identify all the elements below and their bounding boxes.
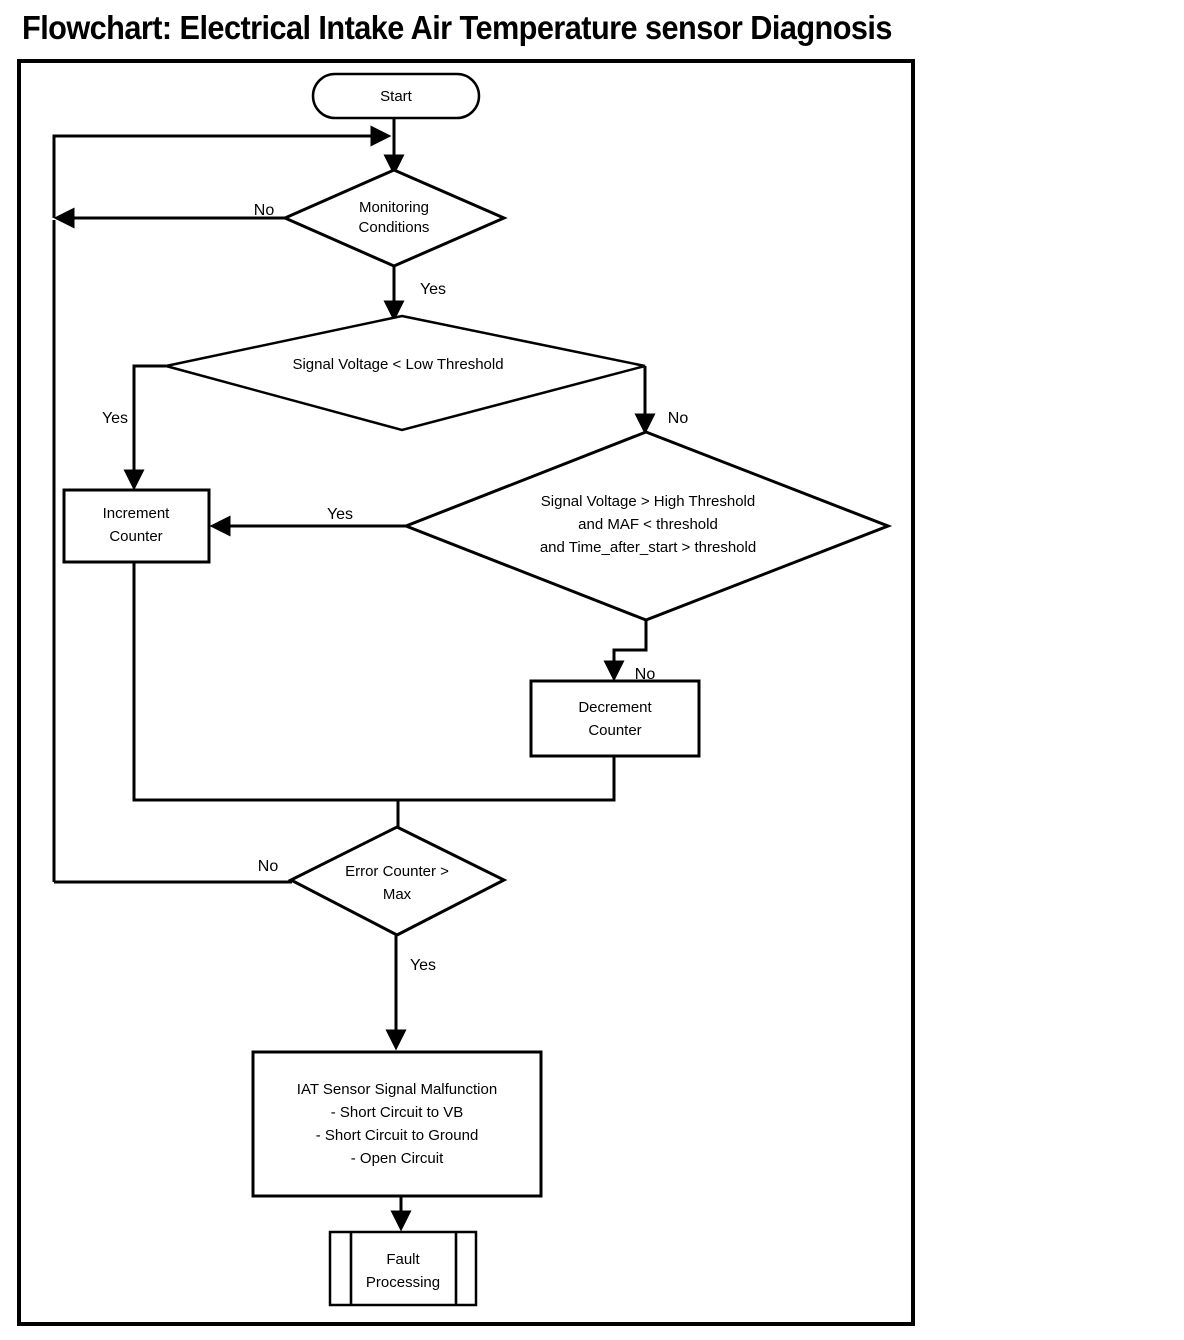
node-decrement-counter[interactable]: Decrement Counter xyxy=(529,679,701,758)
node-high-threshold-label-line2: and MAF < threshold xyxy=(578,516,718,533)
edge-label-error-yes: Yes xyxy=(410,957,436,974)
edge-decrement-to-merge xyxy=(398,756,616,802)
diagram-border xyxy=(17,59,915,1326)
node-malfunction-label-line1: IAT Sensor Signal Malfunction xyxy=(297,1081,497,1098)
node-increment-label-line2: Counter xyxy=(109,528,162,545)
edge-label-high-no: No xyxy=(635,666,656,683)
node-start-label: Start xyxy=(380,88,413,105)
node-malfunction[interactable]: IAT Sensor Signal Malfunction - Short Ci… xyxy=(251,1050,543,1198)
node-high-threshold-label-line3: and Time_after_start > threshold xyxy=(540,539,756,556)
edge-loop-return-top xyxy=(52,125,392,218)
node-error-counter-label-line2: Max xyxy=(383,886,412,903)
node-fault-label-line2: Processing xyxy=(366,1274,440,1291)
node-fault-label-line1: Fault xyxy=(386,1251,420,1268)
edge-high-no-to-decrement xyxy=(603,620,648,682)
node-start[interactable]: Start xyxy=(311,72,481,120)
node-malfunction-label-line3: - Short Circuit to Ground xyxy=(316,1127,479,1144)
edge-low-yes-to-increment xyxy=(123,364,166,491)
node-decrement-label-line2: Counter xyxy=(588,722,641,739)
node-malfunction-label-line2: - Short Circuit to VB xyxy=(331,1104,464,1121)
node-error-counter-label-line1: Error Counter > xyxy=(345,863,449,880)
node-malfunction-label-line4: - Open Circuit xyxy=(351,1150,444,1167)
node-increment-label-line1: Increment xyxy=(103,505,171,522)
node-decrement-label-line1: Decrement xyxy=(578,699,652,716)
edge-label-low-yes: Yes xyxy=(102,410,128,427)
node-low-threshold[interactable]: Signal Voltage < Low Threshold xyxy=(165,314,646,432)
node-high-threshold-label-line1: Signal Voltage > High Threshold xyxy=(541,493,755,510)
edge-increment-to-merge xyxy=(132,562,398,802)
node-monitoring-label-line1: Monitoring xyxy=(359,199,429,216)
edge-label-high-yes: Yes xyxy=(327,506,353,523)
edge-label-low-no: No xyxy=(668,410,689,427)
edge-label-monitoring-no: No xyxy=(254,202,275,219)
node-fault-processing[interactable]: Fault Processing xyxy=(328,1230,478,1307)
edge-label-error-no: No xyxy=(258,858,279,875)
edge-label-monitoring-yes: Yes xyxy=(420,281,446,298)
node-error-counter[interactable]: Error Counter > Max xyxy=(287,825,508,937)
node-increment-counter[interactable]: Increment Counter xyxy=(62,488,211,564)
page-title: Flowchart: Electrical Intake Air Tempera… xyxy=(22,9,892,46)
node-monitoring-label-line2: Conditions xyxy=(359,219,430,236)
node-high-threshold[interactable]: Signal Voltage > High Threshold and MAF … xyxy=(401,430,893,622)
node-low-threshold-label: Signal Voltage < Low Threshold xyxy=(292,356,503,373)
node-monitoring-conditions[interactable]: Monitoring Conditions xyxy=(281,168,508,268)
